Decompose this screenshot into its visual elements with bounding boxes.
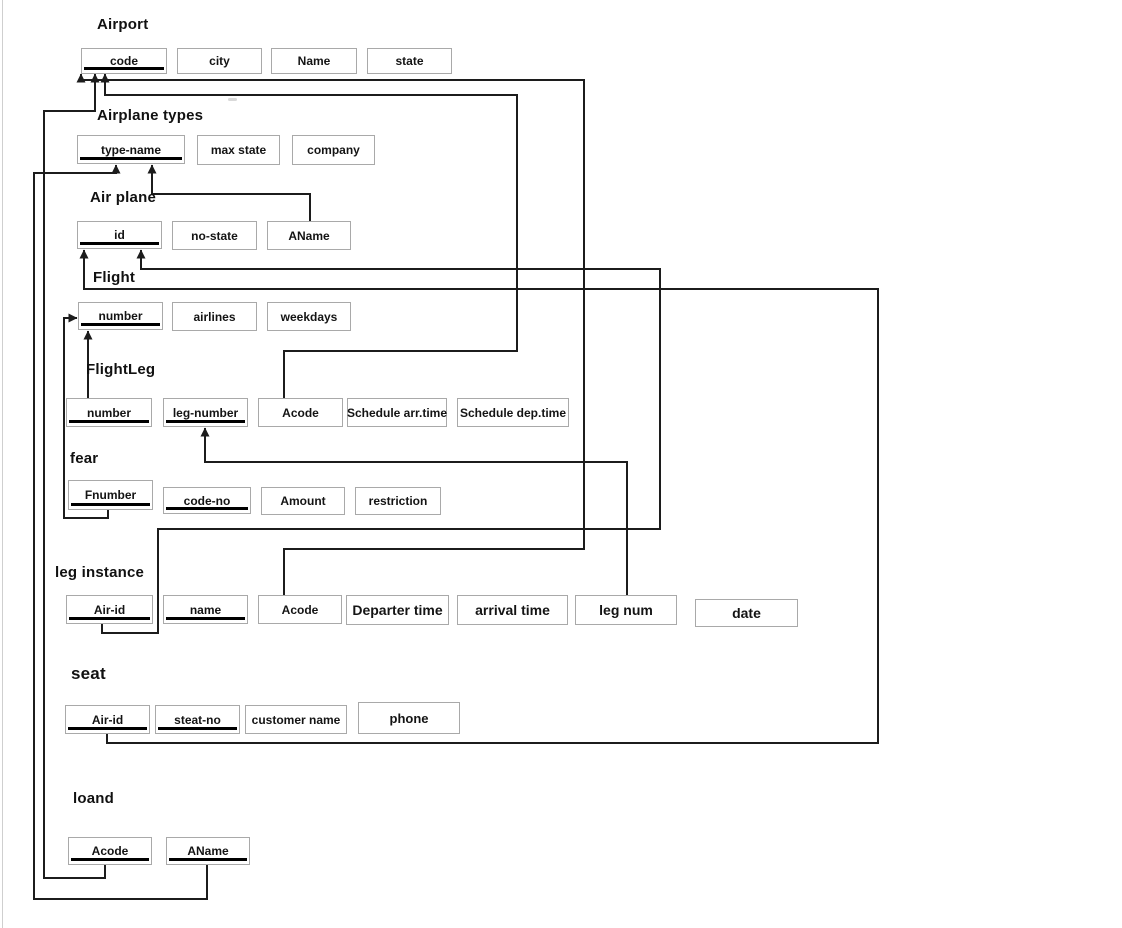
field-leginstance-departertime: Departer time	[346, 595, 449, 625]
entity-title-airplane: Air plane	[90, 189, 156, 206]
field-leginstance-airid: Air-id	[66, 595, 153, 624]
field-flightleg-number: number	[66, 398, 152, 427]
field-fear-codeno: code-no	[163, 487, 251, 514]
field-fear-amount: Amount	[261, 487, 345, 515]
field-seat-airid: Air-id	[65, 705, 150, 734]
field-leginstance-arrivaltime: arrival time	[457, 595, 568, 625]
field-airplane-id: id	[77, 221, 162, 249]
field-leginstance-legnum: leg num	[575, 595, 677, 625]
field-fear-fnumber: Fnumber	[68, 480, 153, 510]
field-seat-phone: phone	[358, 702, 460, 734]
field-airplanetypes-company: company	[292, 135, 375, 165]
field-airport-state: state	[367, 48, 452, 74]
entity-title-leginstance: leg instance	[55, 564, 145, 581]
field-leginstance-acode: Acode	[258, 595, 342, 624]
field-loand-aname: AName	[166, 837, 250, 865]
canvas-edge-line	[2, 0, 3, 928]
field-loand-acode: Acode	[68, 837, 152, 865]
entity-title-loand: loand	[73, 790, 114, 807]
field-airplane-nostate: no-state	[172, 221, 257, 250]
entity-title-flight: Flight	[93, 269, 136, 286]
field-leginstance-date: date	[695, 599, 798, 627]
connector-airplane-aname-to-typename	[147, 164, 311, 221]
field-flight-number: number	[78, 302, 163, 330]
field-airport-city: city	[177, 48, 262, 74]
stray-mark	[228, 98, 237, 101]
field-airplanetypes-typename: type-name	[77, 135, 185, 164]
field-fear-restriction: restriction	[355, 487, 441, 515]
field-flight-weekdays: weekdays	[267, 302, 351, 331]
field-flight-airlines: airlines	[172, 302, 257, 331]
entity-title-flightleg: FlightLeg	[86, 361, 156, 378]
field-seat-steatno: steat-no	[155, 705, 240, 734]
entity-title-seat: seat	[71, 664, 106, 683]
field-leginstance-name: name	[163, 595, 248, 624]
field-seat-customername: customer name	[245, 705, 347, 734]
field-flightleg-legnumber: leg-number	[163, 398, 248, 427]
field-airport-code: code	[81, 48, 167, 74]
field-airplanetypes-maxstate: max state	[197, 135, 280, 165]
field-airplane-aname: AName	[267, 221, 351, 250]
field-flightleg-schedule-arrtime: Schedule arr.time	[347, 398, 447, 427]
field-airport-name: Name	[271, 48, 357, 74]
field-flightleg-acode: Acode	[258, 398, 343, 427]
entity-title-airplane-types: Airplane types	[97, 107, 204, 124]
entity-title-fear: fear	[70, 450, 99, 467]
field-flightleg-schedule-deptime: Schedule dep.time	[457, 398, 569, 427]
entity-title-airport: Airport	[97, 16, 149, 33]
